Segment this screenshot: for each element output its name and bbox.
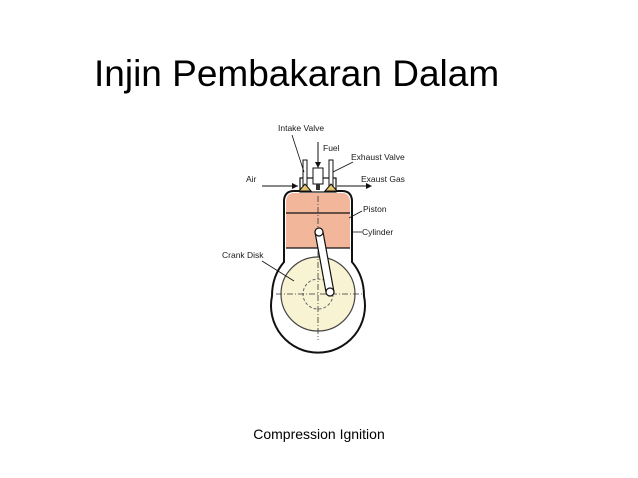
label-fuel: Fuel [323, 143, 340, 153]
exhaust-valve-leader [332, 161, 354, 173]
crank-disk-leader [261, 260, 295, 282]
exhaust-valve-head [323, 183, 339, 192]
label-crank-disk: Crank Disk [222, 250, 264, 260]
fuel-injector [312, 167, 324, 185]
crank-pin [325, 287, 335, 297]
fuel-arrow-head [315, 162, 321, 168]
intake-valve-head [297, 183, 313, 192]
label-piston: Piston [363, 204, 387, 214]
slide-title: Injin Pembakaran Dalam [94, 53, 500, 94]
fuel-injector-tip [316, 184, 320, 190]
intake-valve-stem [302, 159, 308, 187]
label-air: Air [246, 174, 257, 184]
intake-valve-leader [291, 134, 305, 173]
label-exhaust-valve: Exhaust Valve [351, 152, 405, 162]
label-cylinder: Cylinder [362, 227, 393, 237]
label-exhaust-gas: Exaust Gas [361, 174, 405, 184]
exhaust-gas-arrow-head [366, 183, 372, 189]
wrist-pin [314, 227, 324, 237]
air-arrow-head [292, 183, 298, 189]
piston-leader [348, 210, 363, 219]
diagram-caption: Compression Ignition [253, 426, 385, 442]
label-intake-valve: Intake Valve [278, 123, 324, 133]
exhaust-valve-stem [328, 159, 334, 187]
